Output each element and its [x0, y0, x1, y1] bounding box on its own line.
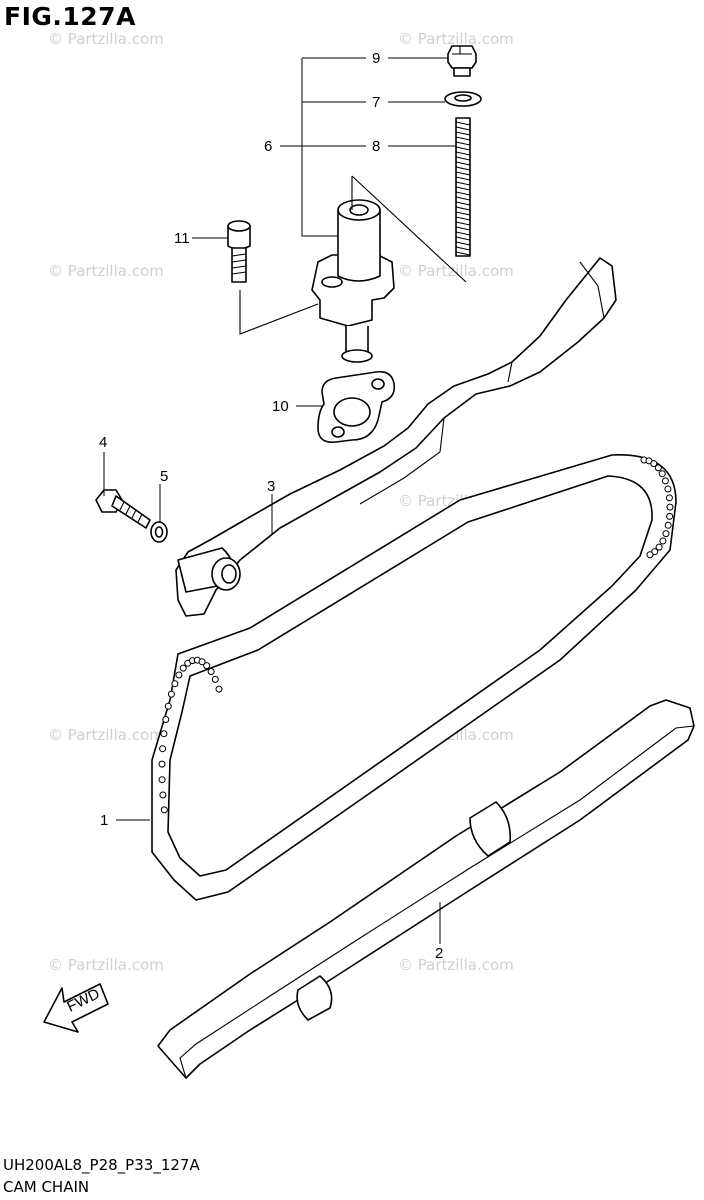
- leader-lines: [103, 57, 456, 944]
- part-8-spring[interactable]: [455, 117, 471, 257]
- callout-7: 7: [372, 94, 380, 111]
- watermark: © Partzilla.com: [398, 262, 514, 280]
- watermark: © Partzilla.com: [398, 956, 514, 974]
- watermark: © Partzilla.com: [48, 726, 164, 744]
- chain-links: [158, 456, 674, 814]
- part-6-cam-chain-tensioner[interactable]: [311, 175, 467, 363]
- chain-link: [215, 685, 223, 693]
- watermark: © Partzilla.com: [48, 30, 164, 48]
- chain-link: [175, 671, 183, 679]
- chain-link: [666, 512, 674, 520]
- chain-link: [167, 690, 175, 698]
- chain-link: [661, 477, 669, 485]
- watermark: © Partzilla.com: [398, 30, 514, 48]
- chain-link: [211, 675, 219, 683]
- callouts: 9 7 6 8 11 10 4 5 3 1 2: [99, 50, 443, 962]
- chain-link: [664, 485, 672, 493]
- watermark: © Partzilla.com: [48, 956, 164, 974]
- chain-link: [650, 460, 658, 468]
- chain-link: [664, 521, 672, 529]
- chain-link: [159, 791, 167, 799]
- diagram-name: CAM CHAIN: [3, 1178, 90, 1196]
- chain-link: [654, 464, 662, 472]
- part-1-cam-chain[interactable]: [151, 454, 677, 901]
- chain-link: [207, 668, 215, 675]
- chain-link: [662, 530, 670, 538]
- chain-link: [658, 470, 666, 478]
- diagram-code: UH200AL8_P28_P33_127A: [3, 1156, 200, 1174]
- chain-link: [164, 702, 172, 710]
- callout-9: 9: [372, 50, 380, 67]
- callout-4: 4: [99, 434, 107, 451]
- chain-link: [665, 494, 673, 502]
- part-10-gasket[interactable]: [317, 370, 396, 444]
- chain-link: [159, 745, 167, 753]
- chain-link: [162, 716, 170, 723]
- chain-link: [158, 776, 166, 784]
- chain-link: [158, 760, 166, 768]
- part-9-tensioner-cap-bolt[interactable]: [447, 45, 477, 77]
- callout-6: 6: [264, 138, 272, 155]
- callout-11: 11: [174, 230, 190, 247]
- chain-link: [179, 664, 187, 672]
- chain-link: [659, 537, 667, 545]
- part-11-bolt[interactable]: [227, 220, 319, 335]
- chain-link: [646, 551, 654, 559]
- chain-link: [666, 503, 674, 511]
- part-5-washer[interactable]: [150, 521, 168, 543]
- watermark: © Partzilla.com: [48, 262, 164, 280]
- part-7-washer[interactable]: [444, 91, 482, 107]
- callout-8: 8: [372, 138, 380, 155]
- callout-5: 5: [160, 468, 168, 485]
- figure-title: FIG.127A: [4, 2, 136, 31]
- part-3-cam-chain-tensioner-arm[interactable]: [175, 257, 617, 617]
- chain-link: [160, 806, 168, 814]
- callout-10: 10: [272, 398, 289, 415]
- part-2-cam-chain-guide[interactable]: [157, 699, 695, 1079]
- chain-link: [160, 730, 168, 738]
- chain-link: [655, 543, 663, 551]
- callout-3: 3: [267, 478, 275, 495]
- chain-link: [171, 680, 179, 688]
- callout-2: 2: [435, 945, 443, 962]
- chain-link: [198, 658, 206, 666]
- fwd-arrow: FWD: [43, 983, 109, 1033]
- chain-link: [203, 662, 211, 670]
- callout-1: 1: [100, 812, 108, 829]
